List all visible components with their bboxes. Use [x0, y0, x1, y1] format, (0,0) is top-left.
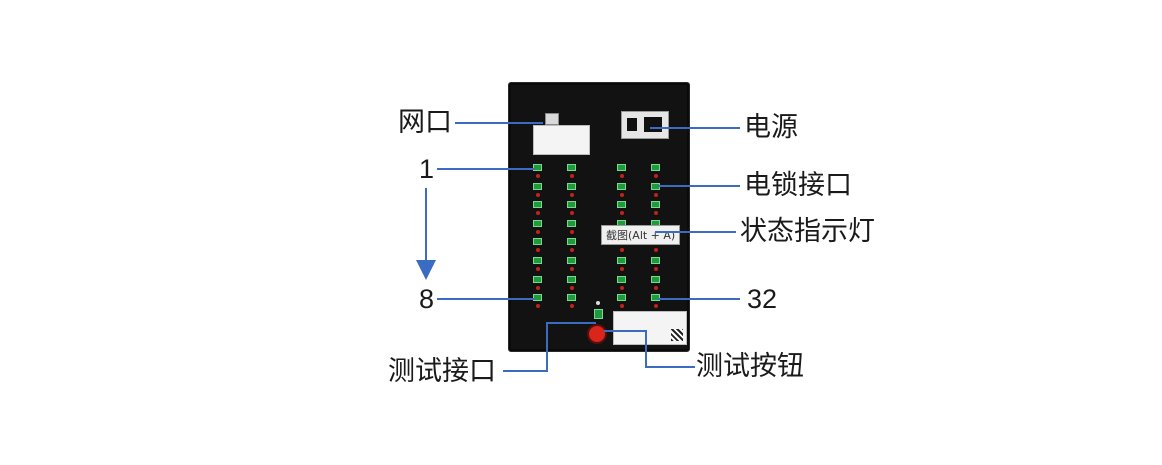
callout-line-last-port	[658, 298, 740, 300]
power-inlet-icon	[644, 117, 662, 132]
callout-line-last-row	[437, 298, 534, 300]
status-led-icon	[653, 267, 658, 271]
status-led-icon	[535, 211, 540, 216]
power-socket-icon	[621, 111, 669, 139]
status-led-icon	[569, 267, 574, 271]
label-test-interface: 测试接口	[388, 356, 496, 387]
status-led-icon	[619, 248, 624, 253]
test-interface-port[interactable]	[594, 309, 603, 319]
lock-port[interactable]	[533, 275, 542, 283]
label-last-row-number: 8	[419, 284, 435, 314]
callout-line-lock-interface	[658, 185, 740, 187]
status-led-icon	[535, 248, 540, 253]
lock-port[interactable]	[533, 238, 542, 246]
lock-port[interactable]	[651, 294, 660, 302]
callout-line-first-port	[437, 168, 534, 170]
screenshot-tooltip: 截图(Alt + A)	[601, 225, 681, 245]
status-led-icon	[535, 229, 540, 234]
lock-port[interactable]	[567, 201, 576, 209]
lock-port[interactable]	[533, 164, 542, 171]
status-led-icon	[535, 304, 540, 309]
status-led-icon	[569, 248, 574, 253]
lock-port[interactable]	[567, 275, 576, 283]
callout-line-test-button-link	[604, 330, 647, 332]
status-led-icon	[569, 229, 574, 234]
status-led-icon	[569, 174, 574, 178]
power-switch-icon	[627, 118, 637, 131]
direction-arrow-shaft	[425, 188, 427, 260]
lock-port[interactable]	[617, 257, 626, 264]
callout-line-network-port	[455, 122, 543, 124]
lock-port[interactable]	[617, 182, 626, 190]
status-led-icon	[569, 304, 574, 309]
status-led-icon	[619, 267, 624, 271]
lock-port[interactable]	[567, 219, 576, 227]
status-led-icon	[535, 285, 540, 290]
label-network-port: 网口	[398, 107, 452, 138]
label-power: 电源	[744, 112, 798, 143]
callout-line-test-interface-link	[546, 322, 596, 324]
lock-port[interactable]	[533, 294, 542, 302]
status-led-icon	[535, 267, 540, 271]
lock-port[interactable]	[651, 201, 660, 209]
status-led-icon	[619, 211, 624, 216]
callout-line-test-button-v	[645, 330, 647, 368]
status-led-icon	[619, 285, 624, 290]
lock-port[interactable]	[567, 238, 576, 246]
status-led-icon	[619, 174, 624, 178]
status-led-icon	[653, 174, 658, 178]
rj45-port-icon	[545, 113, 559, 125]
status-led-icon	[653, 304, 658, 309]
label-status-indicator: 状态指示灯	[740, 216, 875, 247]
test-led-icon	[596, 301, 600, 305]
status-led-icon	[569, 211, 574, 216]
label-last-number: 32	[747, 284, 778, 314]
lock-port[interactable]	[617, 164, 626, 171]
lock-port[interactable]	[567, 164, 576, 171]
status-led-icon	[569, 285, 574, 290]
lock-port[interactable]	[617, 294, 626, 302]
status-led-icon	[619, 192, 624, 197]
lock-port[interactable]	[617, 201, 626, 209]
label-sticker-top	[533, 125, 590, 155]
lock-port[interactable]	[567, 182, 576, 190]
label-first-number: 1	[419, 154, 435, 184]
lock-port[interactable]	[651, 164, 660, 171]
lock-port[interactable]	[533, 257, 542, 264]
status-led-icon	[535, 192, 540, 197]
status-led-icon	[653, 285, 658, 290]
lock-port[interactable]	[651, 257, 660, 264]
direction-arrow-head-icon	[416, 260, 436, 280]
callout-line-status-indicator	[655, 231, 736, 233]
status-led-icon	[569, 192, 574, 197]
lock-port[interactable]	[533, 219, 542, 227]
status-led-icon	[619, 304, 624, 309]
lock-port[interactable]	[567, 257, 576, 264]
status-led-icon	[653, 192, 658, 197]
callout-line-test-button-h	[645, 366, 695, 368]
label-sticker-bottom	[613, 311, 687, 345]
lock-port[interactable]	[651, 275, 660, 283]
status-led-icon	[653, 248, 658, 253]
status-led-icon	[653, 211, 658, 216]
lock-port[interactable]	[533, 182, 542, 190]
callout-line-test-interface-h	[503, 370, 548, 372]
lock-port[interactable]	[567, 294, 576, 302]
lock-port[interactable]	[617, 275, 626, 283]
label-test-button: 测试按钮	[696, 351, 804, 382]
status-led-icon	[535, 174, 540, 178]
test-button[interactable]	[587, 324, 607, 344]
callout-line-test-interface-v	[546, 322, 548, 372]
callout-line-power	[650, 127, 740, 129]
qr-code-icon	[671, 329, 683, 341]
lock-port[interactable]	[533, 201, 542, 209]
label-lock-interface: 电锁接口	[744, 170, 852, 201]
